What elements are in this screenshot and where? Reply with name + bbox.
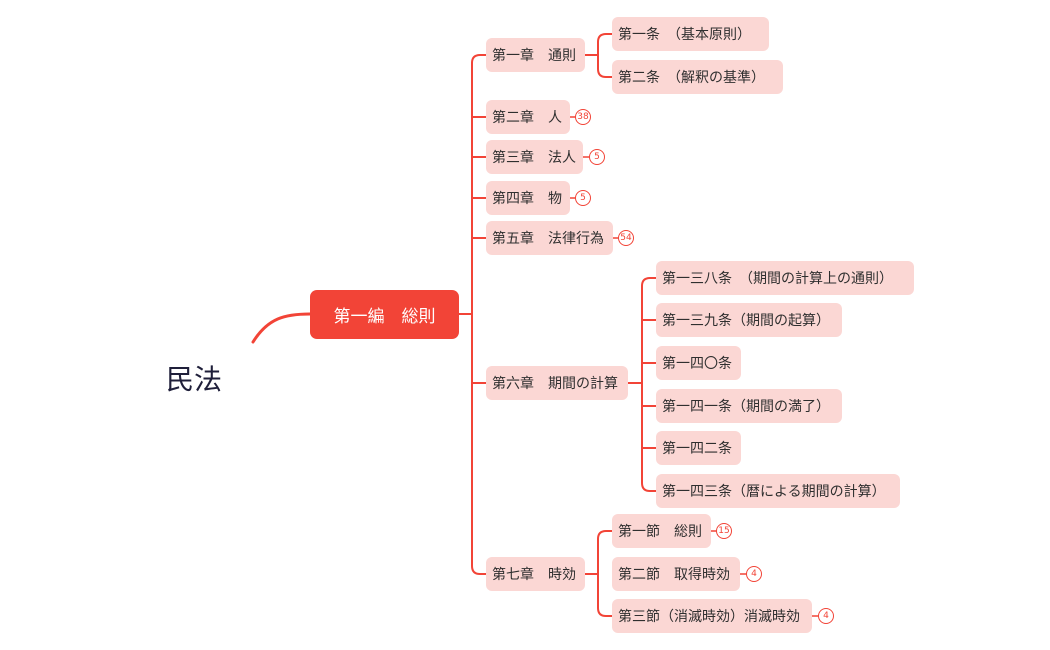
connector-line bbox=[597, 54, 613, 78]
article-138[interactable]: 第一三八条 （期間の計算上の通則） bbox=[656, 261, 914, 295]
article-143[interactable]: 第一四三条（暦による期間の計算） bbox=[656, 474, 900, 508]
section-2[interactable]: 第二節 取得時効 bbox=[612, 557, 740, 591]
main-topic[interactable]: 第一編 総則 bbox=[310, 290, 459, 339]
connector-line bbox=[641, 277, 657, 384]
connector-line bbox=[597, 33, 613, 56]
section-1-count-badge[interactable]: 15 bbox=[716, 523, 732, 539]
article-1[interactable]: 第一条 （基本原則） bbox=[612, 17, 769, 51]
section-3-count-badge[interactable]: 4 bbox=[818, 608, 834, 624]
root-topic[interactable]: 民法 bbox=[166, 363, 223, 396]
article-139[interactable]: 第一三九条（期間の起算） bbox=[656, 303, 842, 337]
connector-line bbox=[641, 382, 657, 492]
chapter-2[interactable]: 第二章 人 bbox=[486, 100, 570, 134]
connector-line bbox=[471, 54, 487, 64]
chapter-4-count-badge[interactable]: 5 bbox=[575, 190, 591, 206]
article-2[interactable]: 第二条 （解釈の基準） bbox=[612, 60, 783, 94]
chapter-5[interactable]: 第五章 法律行為 bbox=[486, 221, 613, 255]
article-140[interactable]: 第一四〇条 bbox=[656, 346, 741, 380]
connector-line bbox=[597, 573, 613, 617]
chapter-2-count-badge[interactable]: 38 bbox=[575, 109, 591, 125]
chapter-3-count-badge[interactable]: 5 bbox=[589, 149, 605, 165]
connector-line bbox=[251, 312, 312, 344]
connector-line bbox=[597, 530, 613, 575]
article-141[interactable]: 第一四一条（期間の満了） bbox=[656, 389, 842, 423]
chapter-1[interactable]: 第一章 通則 bbox=[486, 38, 585, 72]
connector-line bbox=[471, 62, 487, 575]
chapter-5-count-badge[interactable]: 54 bbox=[618, 230, 634, 246]
section-3[interactable]: 第三節（消滅時効）消滅時効 bbox=[612, 599, 812, 633]
article-142[interactable]: 第一四二条 bbox=[656, 431, 741, 465]
chapter-7[interactable]: 第七章 時効 bbox=[486, 557, 585, 591]
section-1[interactable]: 第一節 総則 bbox=[612, 514, 711, 548]
chapter-6[interactable]: 第六章 期間の計算 bbox=[486, 366, 628, 400]
section-2-count-badge[interactable]: 4 bbox=[746, 566, 762, 582]
chapter-4[interactable]: 第四章 物 bbox=[486, 181, 570, 215]
chapter-3[interactable]: 第三章 法人 bbox=[486, 140, 583, 174]
